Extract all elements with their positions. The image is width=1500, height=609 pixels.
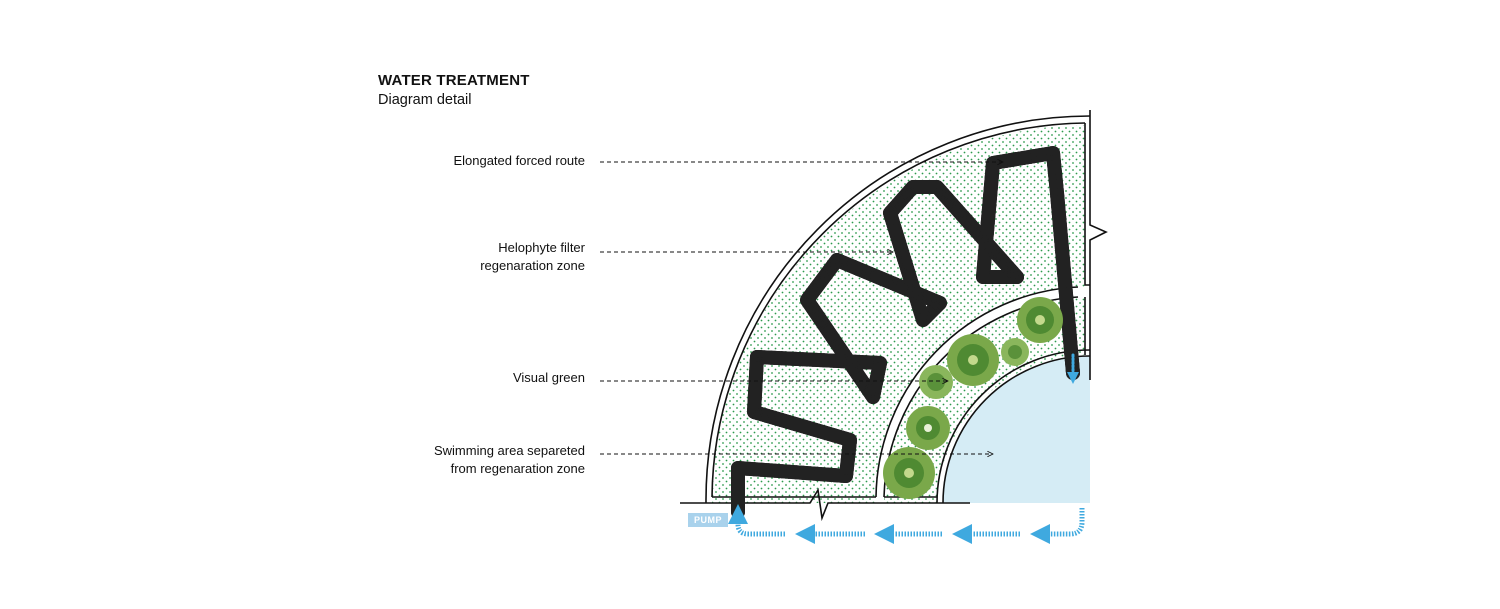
- diagram-title: WATER TREATMENT: [378, 72, 530, 89]
- diagram-subtitle: Diagram detail: [378, 92, 472, 108]
- label-visual-green: Visual green: [513, 369, 585, 387]
- return-flow-arrows: [728, 504, 1085, 544]
- pump-label: PUMP: [688, 513, 728, 527]
- label-text: regenaration zone: [480, 258, 585, 273]
- green-zone: [884, 297, 1085, 503]
- label-text: Helophyte filter: [498, 240, 585, 255]
- label-forced-route: Elongated forced route: [453, 152, 585, 170]
- swimming-area: [943, 356, 1090, 503]
- plants-visual-green: [883, 297, 1063, 499]
- label-swimming-area: Swimming area separeted from regenaration…: [434, 442, 585, 478]
- label-helophyte-filter: Helophyte filter regenaration zone: [480, 239, 585, 275]
- label-text: from regenaration zone: [450, 461, 585, 476]
- label-text: Visual green: [512, 370, 585, 385]
- leader-lines: [600, 162, 1003, 454]
- label-text: Swimming area separeted: [433, 443, 585, 458]
- forced-route: [731, 146, 1080, 519]
- label-text: Elongated forced route: [453, 153, 585, 168]
